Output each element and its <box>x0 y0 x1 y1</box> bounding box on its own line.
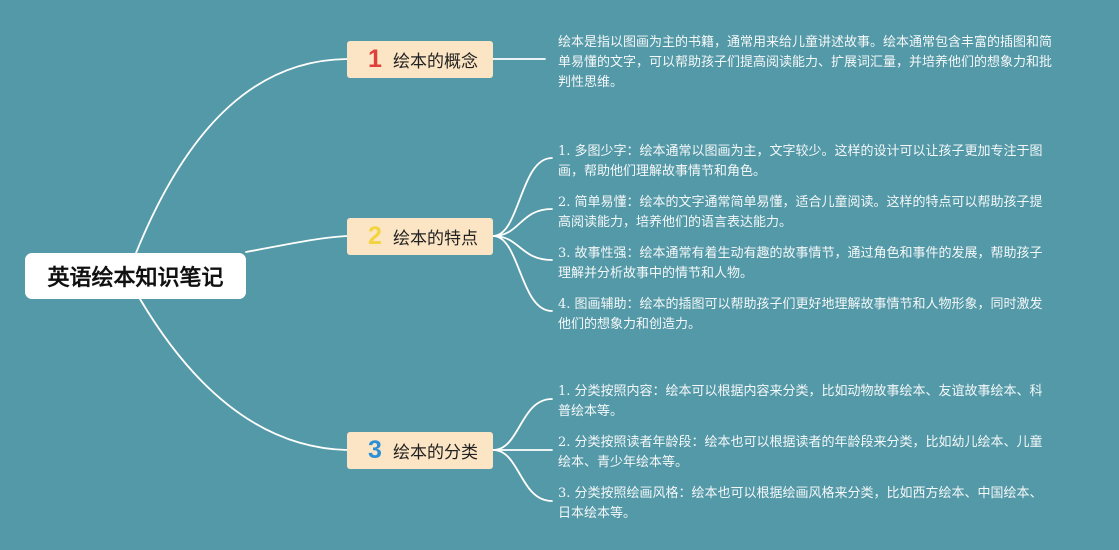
branch-label: 绘本的分类 <box>393 443 478 463</box>
connector-root-branch-3 <box>139 298 348 451</box>
connector-root-branch-1 <box>135 58 348 254</box>
connector-branch-2-item-2 <box>492 208 553 237</box>
feature-item: 3. 故事性强：绘本通常有着生动有趣的故事情节，通过角色和事件的发展，帮助孩子理… <box>558 246 1043 281</box>
branch-label: 绘本的概念 <box>393 52 478 72</box>
connector-branch-2-item-4 <box>492 235 553 312</box>
number-2-icon: 2 <box>368 222 382 250</box>
connector-branch-3-item-1 <box>492 398 553 451</box>
branch-categories[interactable]: 3 绘本的分类 <box>347 432 493 469</box>
branch-label: 绘本的特点 <box>393 229 478 249</box>
connector-root-branch-2 <box>245 235 348 253</box>
root-title: 英语绘本知识笔记 <box>47 266 224 291</box>
category-item: 2. 分类按照读者年龄段：绘本也可以根据读者的年龄段来分类，比如幼儿绘本、儿童绘… <box>558 435 1043 470</box>
root-topic[interactable]: 英语绘本知识笔记 <box>25 253 246 299</box>
connector-branch-2-item-3 <box>492 235 553 261</box>
connector-branch-2-item-1 <box>492 157 553 237</box>
branch-features[interactable]: 2 绘本的特点 <box>347 218 493 255</box>
connector-branch-3-item-3 <box>492 449 553 502</box>
branch-concept[interactable]: 1 绘本的概念 <box>347 41 493 78</box>
feature-item: 1. 多图少字：绘本通常以图画为主，文字较少。这样的设计可以让孩子更加专注于图画… <box>558 144 1043 179</box>
category-item: 1. 分类按照内容：绘本可以根据内容来分类，比如动物故事绘本、友谊故事绘本、科普… <box>558 384 1043 419</box>
category-item: 3. 分类按照绘画风格：绘本也可以根据绘画风格来分类，比如西方绘本、中国绘本、日… <box>558 486 1043 521</box>
number-1-icon: 1 <box>368 45 382 73</box>
feature-item: 4. 图画辅助：绘本的插图可以帮助孩子们更好地理解故事情节和人物形象，同时激发他… <box>558 297 1043 332</box>
concept-detail-text: 绘本是指以图画为主的书籍，通常用来给儿童讲述故事。绘本通常包含丰富的插图和简单易… <box>558 35 1053 90</box>
feature-item: 2. 简单易懂：绘本的文字通常简单易懂，适合儿童阅读。这样的特点可以帮助孩子提高… <box>558 195 1043 230</box>
number-3-icon: 3 <box>368 436 382 464</box>
